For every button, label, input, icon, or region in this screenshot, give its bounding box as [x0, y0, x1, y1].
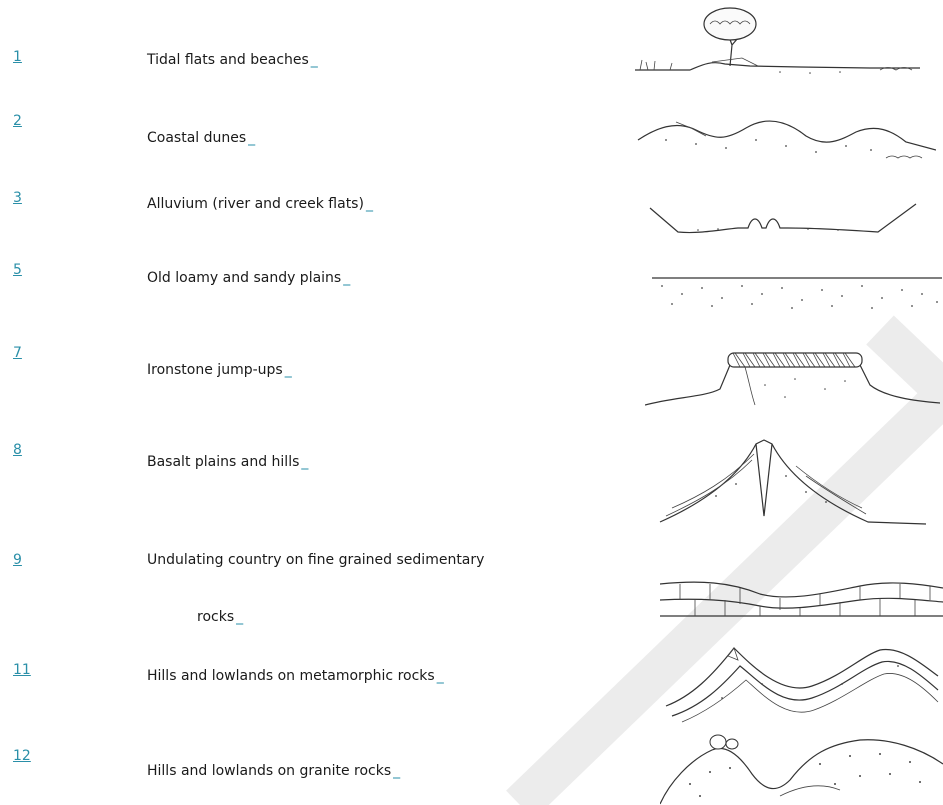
item-link-3[interactable]: 3 — [13, 190, 22, 206]
item-text: Hills and lowlands on granite rocks — [147, 763, 391, 779]
granite-hills-illustration — [660, 724, 943, 805]
item-text: Ironstone jump-ups — [147, 362, 283, 378]
item-link-11[interactable]: 11 — [13, 662, 31, 678]
blank-marker: _ — [343, 270, 350, 286]
item-description-12: Hills and lowlands on granite rocks_ — [147, 763, 400, 779]
item-description-2: Coastal dunes_ — [147, 130, 255, 146]
blank-marker: _ — [236, 609, 243, 625]
item-text: Coastal dunes — [147, 130, 246, 146]
volcano-illustration — [656, 436, 936, 528]
item-description-1: Tidal flats and beaches_ — [147, 52, 318, 68]
sandy-plain-illustration — [652, 270, 942, 312]
item-text: Basalt plains and hills — [147, 454, 299, 470]
item-description-7: Ironstone jump-ups_ — [147, 362, 292, 378]
item-text: Tidal flats and beaches — [147, 52, 309, 68]
item-text: Alluvium (river and creek flats) — [147, 196, 364, 212]
item-link-1[interactable]: 1 — [13, 49, 22, 65]
blank-marker: _ — [285, 362, 292, 378]
item-text: rocks — [197, 609, 234, 625]
blank-marker: _ — [248, 130, 255, 146]
item-link-9[interactable]: 9 — [13, 552, 22, 568]
blank-marker: _ — [311, 52, 318, 68]
blank-marker: _ — [393, 763, 400, 779]
blank-marker: _ — [301, 454, 308, 470]
item-description-5: Old loamy and sandy plains_ — [147, 270, 350, 286]
item-description-8: Basalt plains and hills_ — [147, 454, 308, 470]
item-description-9: Undulating country on fine grained sedim… — [147, 552, 484, 568]
blank-marker: _ — [437, 668, 444, 684]
item-link-12[interactable]: 12 — [13, 748, 31, 764]
item-description-11: Hills and lowlands on metamorphic rocks_ — [147, 668, 444, 684]
item-description-9-continued: rocks_ — [197, 609, 243, 625]
item-text: Undulating country on fine grained sedim… — [147, 552, 484, 568]
item-link-8[interactable]: 8 — [13, 442, 22, 458]
blank-marker: _ — [366, 196, 373, 212]
item-description-3: Alluvium (river and creek flats)_ — [147, 196, 373, 212]
tree-beach-illustration — [630, 0, 930, 80]
item-link-5[interactable]: 5 — [13, 262, 22, 278]
item-link-7[interactable]: 7 — [13, 345, 22, 361]
river-valley-illustration — [648, 198, 928, 246]
item-text: Hills and lowlands on metamorphic rocks — [147, 668, 435, 684]
mesa-illustration — [645, 345, 940, 415]
dunes-illustration — [636, 110, 936, 170]
folded-rock-illustration — [662, 636, 942, 726]
item-link-2[interactable]: 2 — [13, 113, 22, 129]
layered-sediment-illustration — [660, 572, 943, 632]
item-text: Old loamy and sandy plains — [147, 270, 341, 286]
